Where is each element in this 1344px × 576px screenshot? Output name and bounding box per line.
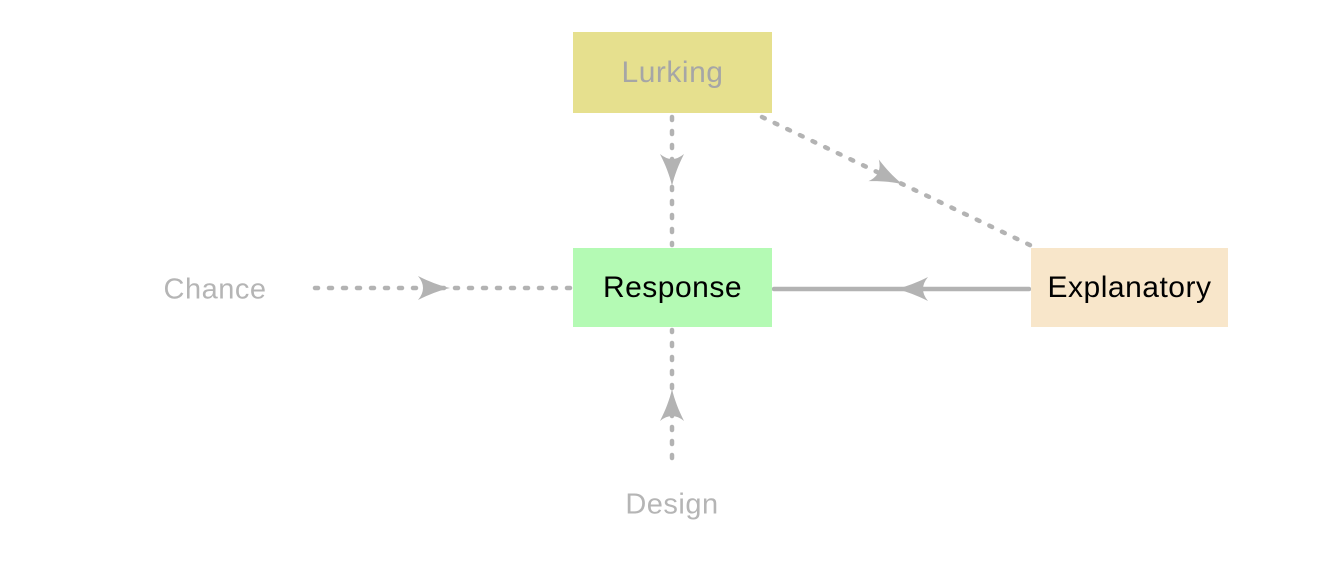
node-lurking: Lurking [573, 32, 772, 113]
node-explanatory: Explanatory [1031, 248, 1228, 327]
label-design: Design [625, 488, 719, 521]
node-response-label: Response [602, 270, 743, 304]
node-explanatory-label: Explanatory [1047, 270, 1212, 304]
node-lurking-label: Lurking [621, 55, 724, 89]
edge-lurking-to-explanatory [759, 114, 1037, 250]
label-chance: Chance [163, 273, 267, 306]
node-response: Response [573, 248, 772, 327]
